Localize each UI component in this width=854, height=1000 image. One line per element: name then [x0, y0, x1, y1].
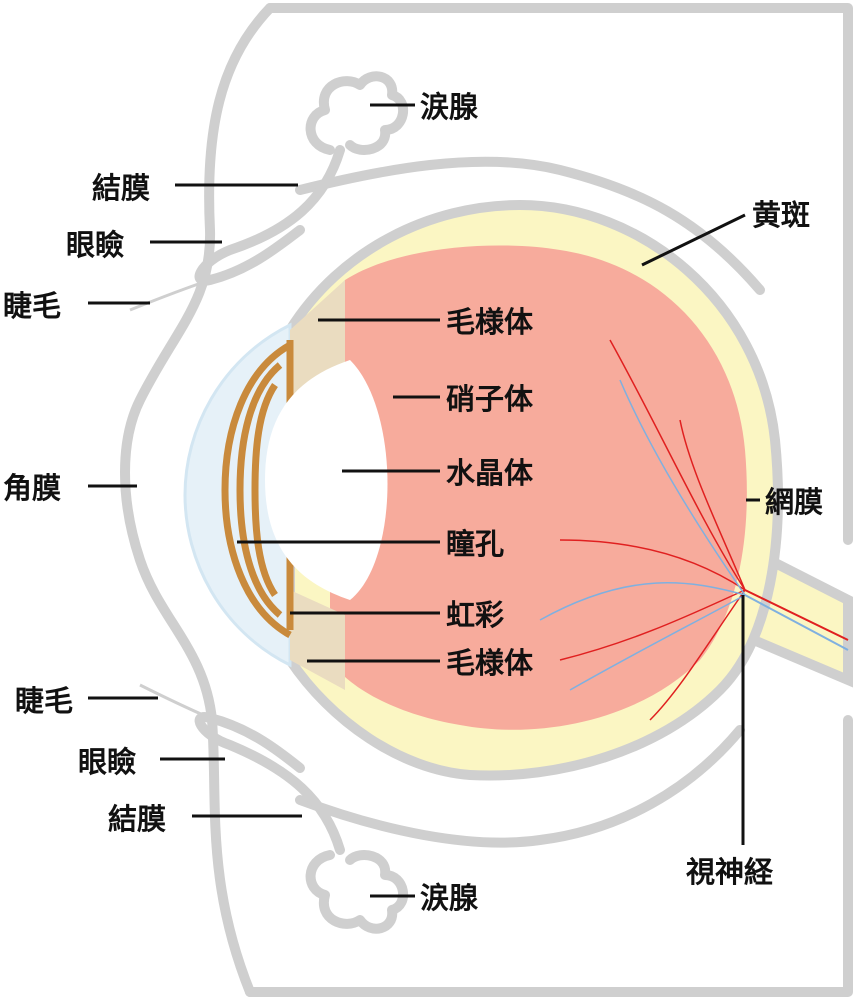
retinal-vessels — [539, 339, 849, 721]
lower-eyelash — [139, 683, 211, 720]
label-conjunctiva-bottom: 結膜 — [108, 802, 166, 836]
label-eyelash-top: 睫毛 — [3, 289, 61, 323]
label-iris: 虹彩 — [446, 598, 504, 632]
upper-eyelash — [129, 278, 211, 312]
label-eyelid-bottom: 眼瞼 — [78, 745, 137, 779]
label-optic-nerve: 視神経 — [686, 855, 774, 889]
label-lens: 水晶体 — [446, 456, 534, 490]
label-lacrimal-gland-bottom: 涙腺 — [420, 881, 479, 915]
face-outline-bottom — [245, 715, 853, 997]
head-outline — [120, 3, 275, 997]
label-pupil: 瞳孔 — [446, 527, 504, 561]
label-retina: 網膜 — [765, 485, 823, 519]
leader-lines — [88, 103, 760, 898]
orbit-outline-lower — [295, 725, 745, 848]
ciliary-body-bottom-shape — [290, 590, 345, 690]
label-vitreous-body: 硝子体 — [446, 382, 534, 416]
label-ciliary-body-top: 毛様体 — [446, 305, 534, 339]
label-lacrimal-gland-top: 涙腺 — [420, 90, 479, 124]
lower-eyelid — [194, 712, 345, 855]
label-conjunctiva-top: 結膜 — [92, 171, 150, 205]
lacrimal-gland-bottom — [305, 850, 409, 934]
lens-shape — [265, 360, 388, 600]
orbit-outline-upper — [295, 156, 765, 295]
label-eyelid-top: 眼瞼 — [66, 228, 125, 262]
upper-eyelid — [194, 145, 345, 286]
vitreous-body — [330, 245, 747, 730]
face-outline-right — [265, 3, 853, 545]
label-eyelash-bottom: 睫毛 — [15, 684, 73, 718]
label-cornea: 角膜 — [3, 471, 61, 505]
label-ciliary-body-bottom: 毛様体 — [446, 646, 534, 680]
label-macula: 黄斑 — [752, 198, 810, 232]
lacrimal-gland-top — [305, 71, 409, 155]
